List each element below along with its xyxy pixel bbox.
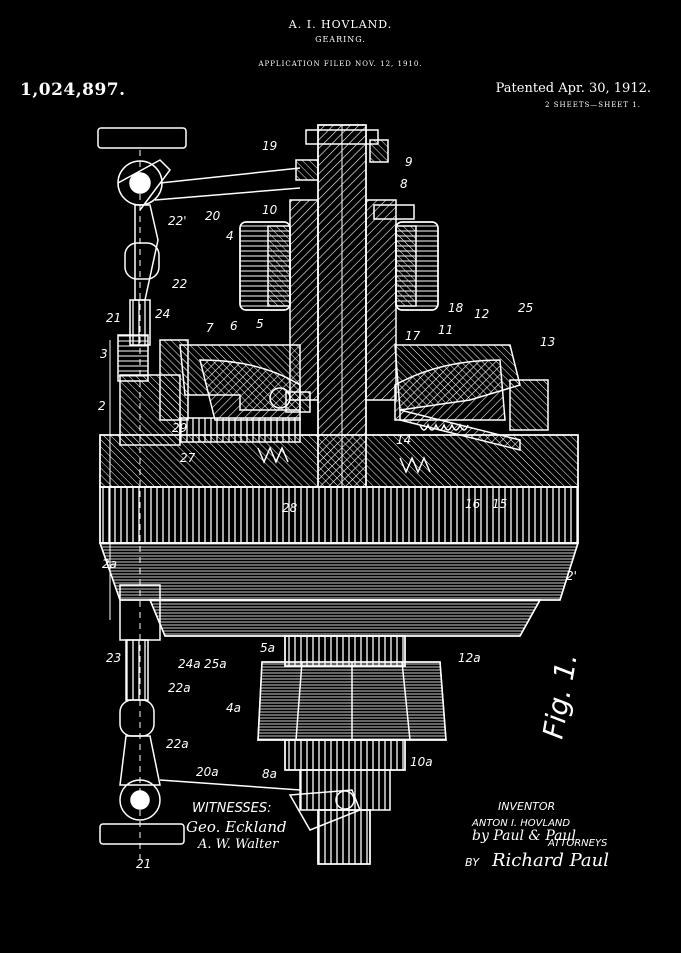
label-24a: 24a (178, 657, 201, 671)
label-8a: 8a (262, 767, 277, 781)
label-13: 13 (540, 335, 555, 349)
label-8: 8 (400, 177, 408, 191)
label-22a-lower: 22a (166, 737, 189, 751)
label-20: 20 (205, 209, 221, 223)
label-20a: 20a (196, 765, 219, 779)
label-16: 16 (465, 497, 481, 511)
figure-label: Fig. 1. (536, 651, 583, 742)
label-22a: 22a (168, 681, 191, 695)
label-5a: 5a (260, 641, 275, 655)
application-filed-date: APPLICATION FILED NOV. 12, 1910. (258, 60, 423, 68)
label-21-lower: 21 (136, 857, 151, 871)
lower-hub (284, 635, 406, 667)
inventor-heading: INVENTOR (498, 800, 555, 813)
label-25a: 25a (204, 657, 227, 671)
label-28: 28 (282, 501, 298, 515)
label-2: 2 (98, 399, 106, 413)
label-27: 27 (180, 451, 196, 465)
label-7: 7 (206, 321, 214, 335)
label-9: 9 (405, 155, 413, 169)
label-14: 14 (396, 433, 411, 447)
patent-title: GEARING. (315, 35, 366, 44)
inventor-block: INVENTOR ANTON I. HOVLAND by Paul & Paul… (465, 800, 609, 871)
by-label: BY (465, 856, 480, 869)
patented-date: Patented Apr. 30, 1912. (495, 81, 651, 96)
label-17: 17 (405, 329, 421, 343)
witnesses-heading: WITNESSES: (192, 801, 271, 816)
label-19: 19 (262, 139, 277, 153)
gear-housing (117, 334, 549, 446)
label-22-prime: 22' (168, 214, 187, 228)
label-21: 21 (106, 311, 121, 325)
label-6: 6 (230, 319, 238, 333)
label-23: 23 (106, 651, 121, 665)
attorneys-label: ATTORNEYS (547, 838, 608, 849)
label-5: 5 (256, 317, 264, 331)
label-25: 25 (518, 301, 533, 315)
attorney-signature: Richard Paul (491, 850, 609, 871)
label-29: 29 (172, 421, 187, 435)
label-18: 18 (448, 301, 464, 315)
label-24: 24 (155, 307, 170, 321)
main-drum (98, 434, 580, 637)
lower-gear-wheel (257, 661, 447, 865)
label-15: 15 (492, 497, 507, 511)
witnesses-block: WITNESSES: Geo. Eckland A. W. Walter (186, 801, 287, 852)
label-12: 12 (474, 307, 489, 321)
label-10a: 10a (410, 755, 433, 769)
label-2-prime: 2' (566, 569, 577, 583)
attorney-firm-signature: by Paul & Paul (472, 828, 576, 844)
witness-signature-2: A. W. Walter (197, 837, 279, 852)
inventor-name: ANTON I. HOVLAND (471, 818, 570, 829)
label-4a: 4a (226, 701, 241, 715)
label-12a: 12a (458, 651, 481, 665)
sheet-count: 2 SHEETS—SHEET 1. (545, 101, 641, 109)
witness-signature-1: Geo. Eckland (186, 818, 287, 836)
label-22: 22 (172, 277, 187, 291)
label-11: 11 (438, 323, 453, 337)
upper-gear-wheel (239, 221, 439, 311)
reference-numerals: 19 9 8 20 10 4 22' 22 21 24 7 6 5 3 2 29… (98, 139, 577, 871)
label-4: 4 (226, 229, 234, 243)
label-2a: 2a (102, 557, 117, 571)
label-10: 10 (262, 203, 278, 217)
patent-inventor-header: A. I. HOVLAND. (288, 18, 393, 31)
label-3: 3 (100, 347, 108, 361)
patent-number: 1,024,897. (20, 80, 126, 100)
main-shaft (289, 124, 415, 488)
